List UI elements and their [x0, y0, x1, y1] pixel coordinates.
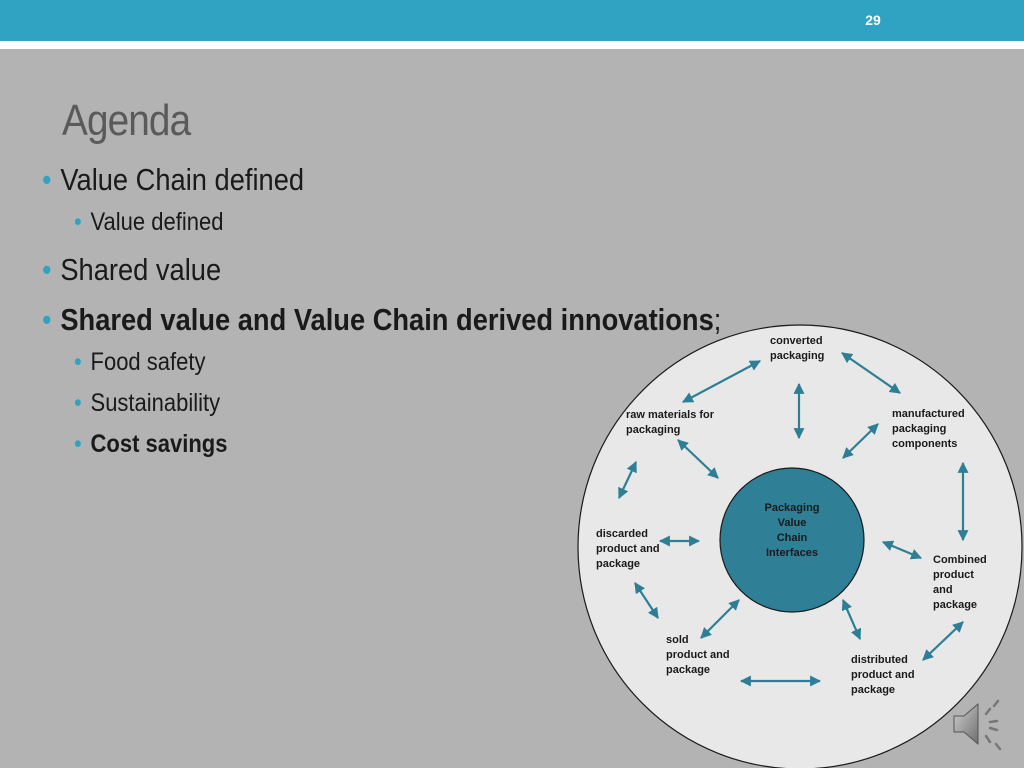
bullet-value-chain-defined: •Value Chain defined — [42, 162, 305, 197]
bullet-value-defined: •Value defined — [74, 208, 224, 236]
arrow-discarded-sold — [634, 582, 659, 619]
bullet-shared-value-innovations: •Shared value and Value Chain derived in… — [42, 302, 722, 337]
speaker-icon[interactable] — [950, 698, 1010, 754]
arrow-sold-center — [700, 599, 740, 639]
arrow-center-distributed — [841, 598, 862, 641]
arrow-manufactured-center — [842, 423, 879, 459]
bullet-dot-icon: • — [42, 162, 52, 197]
bullet-dot-icon: • — [42, 252, 52, 287]
bullet-dot-icon: • — [74, 348, 82, 376]
header-divider — [0, 41, 1024, 49]
arrow-raw-converted — [682, 360, 761, 403]
arrow-center-combined — [881, 540, 923, 560]
bullet-food-safety: •Food safety — [74, 348, 206, 376]
arrow-raw-discarded — [618, 461, 637, 499]
node-distributed-product: distributed product and package — [851, 654, 915, 696]
center-label: Packaging Value Chain Interfaces — [764, 502, 820, 559]
node-combined-product: Combined product and package — [933, 554, 987, 611]
node-discarded-product: discarded product and package — [596, 528, 660, 570]
slide-title: Agenda — [62, 96, 191, 145]
header-bar — [0, 0, 1024, 41]
arrow-raw-center — [677, 439, 719, 479]
node-manufactured-components: manufactured packaging components — [892, 408, 965, 450]
node-converted-packaging: converted packaging — [770, 335, 825, 362]
node-raw-materials: raw materials for packaging — [626, 409, 715, 436]
bullet-dot-icon: • — [74, 208, 82, 236]
bullet-cost-savings: •Cost savings — [74, 430, 228, 458]
arrow-converted-manufactured — [841, 352, 901, 394]
bullet-dot-icon: • — [74, 430, 82, 458]
bullet-sustainability: •Sustainability — [74, 389, 221, 417]
bullet-dot-icon: • — [74, 389, 82, 417]
node-sold-product: sold product and package — [666, 634, 730, 676]
bullet-shared-value: •Shared value — [42, 252, 222, 287]
arrow-combined-distributed — [922, 621, 964, 661]
slide-number: 29 — [865, 12, 881, 28]
center-circle — [719, 467, 865, 613]
arrows — [618, 352, 969, 687]
bullet-dot-icon: • — [42, 302, 52, 337]
